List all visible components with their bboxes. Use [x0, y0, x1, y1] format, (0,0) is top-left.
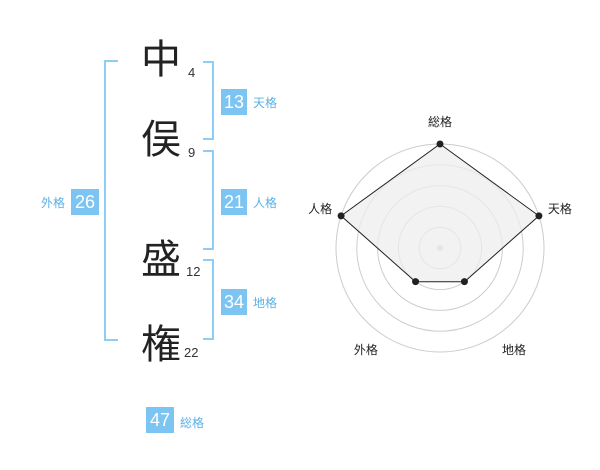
jinkaku-value: 21	[221, 189, 247, 215]
name-character-1: 中	[141, 37, 181, 83]
stroke-count-4: 22	[184, 345, 199, 360]
chikaku-bracket	[203, 259, 214, 340]
radar-axis-label: 人格	[308, 201, 332, 216]
radar-polygon	[340, 143, 540, 283]
radar-axis-label: 総格	[428, 114, 452, 129]
radar-point	[436, 140, 444, 148]
tenkaku-value: 13	[221, 89, 247, 115]
chikaku-value: 34	[221, 289, 247, 315]
gaikaku-label: 外格	[41, 196, 66, 210]
radar-point	[535, 212, 543, 220]
chikaku-label: 地格	[253, 296, 278, 310]
jinkaku-bracket	[203, 150, 214, 250]
radar-axis-label: 地格	[502, 342, 526, 357]
radar-axis-label: 天格	[548, 201, 572, 216]
soukaku-value: 47	[146, 407, 174, 433]
gaikaku-value: 26	[71, 189, 99, 215]
radar-point	[412, 278, 420, 286]
tenkaku-bracket	[203, 61, 214, 140]
name-character-4: 権	[141, 322, 181, 368]
name-character-2: 俣	[141, 117, 181, 163]
soukaku-label: 総格	[180, 416, 205, 430]
stroke-count-2: 9	[188, 145, 196, 160]
stroke-count-3: 12	[186, 264, 201, 279]
radar-point	[337, 212, 345, 220]
radar-point	[460, 278, 468, 286]
radar-axis-label: 外格	[354, 342, 378, 357]
jinkaku-label: 人格	[253, 196, 278, 210]
gaikaku-bracket	[104, 60, 118, 341]
stroke-count-1: 4	[188, 65, 196, 80]
name-character-3: 盛	[141, 237, 181, 283]
tenkaku-label: 天格	[253, 96, 278, 110]
